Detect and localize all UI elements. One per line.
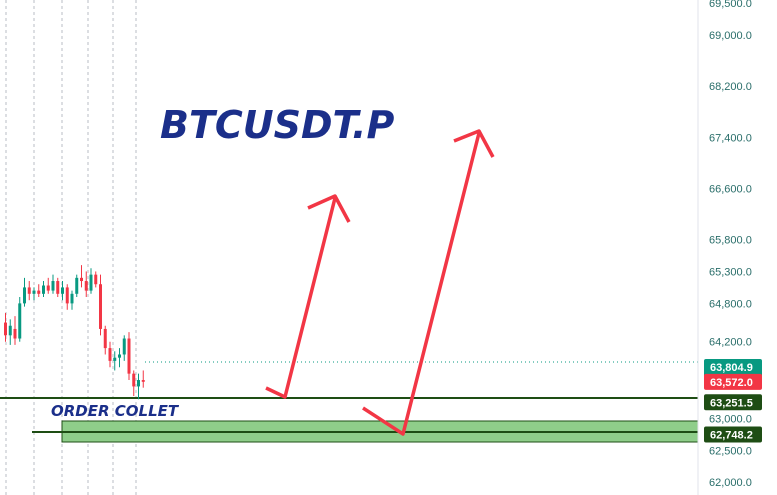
candle-20 — [99, 274, 102, 336]
candle-body — [99, 284, 102, 329]
candle-4 — [23, 277, 26, 307]
candle-21 — [103, 325, 107, 355]
candle-body — [56, 281, 60, 294]
price-tick-10: 62,500.0 — [709, 445, 752, 457]
candles — [4, 265, 145, 400]
candle-body — [84, 281, 88, 291]
price-tick-5: 65,800.0 — [709, 235, 752, 247]
price-tick-4: 66,600.0 — [709, 183, 752, 195]
candle-9 — [46, 277, 50, 294]
candle-body — [141, 380, 145, 382]
candle-body — [132, 373, 136, 387]
price-tick-9: 63,000.0 — [709, 413, 752, 425]
price-tick-6: 65,300.0 — [709, 266, 752, 278]
candle-body — [89, 274, 93, 291]
candle-8 — [42, 281, 45, 297]
candle-29 — [141, 370, 145, 388]
price-badge-2: 63,251.5 — [704, 394, 762, 411]
candle-body — [46, 285, 50, 291]
candle-16 — [80, 265, 83, 288]
price-badge-bg — [704, 426, 762, 443]
candle-10 — [51, 274, 55, 294]
candle-body — [51, 281, 55, 291]
candle-3 — [18, 297, 22, 342]
candle-body — [70, 293, 74, 304]
arrow-2-head — [453, 129, 495, 158]
candle-12 — [61, 281, 64, 301]
price-badge-bg — [704, 373, 762, 390]
arrow-2 — [362, 132, 481, 436]
arrow-1-head — [307, 194, 351, 223]
chart-title: BTCUSDT.P — [160, 103, 394, 147]
candle-2 — [13, 316, 17, 345]
price-tick-0: 69,500.0 — [709, 0, 752, 10]
candle-7 — [37, 284, 41, 297]
candle-body — [13, 328, 17, 339]
price-badge-3: 62,748.2 — [704, 426, 762, 443]
candle-body — [65, 287, 69, 304]
candle-22 — [108, 341, 112, 368]
candle-26 — [127, 332, 131, 381]
candle-body — [42, 285, 45, 294]
candle-body — [8, 325, 12, 336]
candle-0 — [4, 312, 7, 342]
candle-body — [61, 287, 64, 294]
candle-25 — [122, 335, 126, 361]
arrow-1 — [265, 197, 337, 399]
candle-18 — [89, 268, 93, 294]
candle-27 — [132, 370, 136, 396]
grid-lines — [5, 0, 137, 495]
price-tick-3: 67,400.0 — [709, 132, 752, 144]
candle-28 — [137, 373, 140, 400]
price-badge-label: 62,748.2 — [710, 429, 753, 441]
candle-body — [37, 290, 41, 294]
candle-23 — [113, 351, 117, 371]
candle-15 — [75, 274, 79, 297]
order-zone-label: ORDER COLLET — [51, 402, 180, 420]
price-badge-bg — [704, 394, 762, 411]
price-badge-label: 63,804.9 — [710, 362, 753, 374]
price-tick-1: 69,000.0 — [709, 30, 752, 42]
candle-body — [18, 303, 22, 339]
candle-body — [113, 357, 117, 361]
price-badge-1: 63,572.0 — [704, 373, 762, 390]
candle-body — [4, 322, 7, 336]
price-axis: 69,500.0 69,000.0 68,200.0 67,400.0 66,600.0… — [709, 0, 752, 489]
price-badges: 63,804.903:55:1563,572.063,251.562,748.2 — [704, 358, 762, 443]
candle-5 — [27, 281, 31, 301]
candle-body — [127, 338, 131, 374]
candle-body — [23, 287, 26, 304]
price-tick-2: 68,200.0 — [709, 81, 752, 93]
candle-body — [94, 274, 98, 285]
candle-19 — [94, 271, 98, 288]
candle-11 — [56, 277, 60, 297]
candle-body — [80, 277, 83, 282]
candle-body — [27, 287, 31, 294]
candle-13 — [65, 284, 69, 310]
candle-body — [122, 338, 126, 355]
candle-14 — [70, 290, 74, 310]
candle-1 — [8, 319, 12, 345]
price-badge-label: 63,572.0 — [710, 377, 753, 389]
candle-body — [118, 354, 121, 358]
price-tick-8: 64,200.0 — [709, 337, 752, 349]
candle-body — [103, 328, 107, 349]
candle-body — [137, 380, 140, 387]
candle-17 — [84, 271, 88, 297]
arrows — [265, 129, 495, 436]
price-tick-7: 64,800.0 — [709, 298, 752, 310]
candle-body — [108, 348, 112, 361]
candle-body — [75, 277, 79, 294]
price-badge-label: 63,251.5 — [710, 397, 753, 409]
candle-6 — [32, 287, 36, 301]
price-tick-11: 62,000.0 — [709, 477, 752, 489]
candle-24 — [118, 348, 121, 368]
candle-body — [32, 290, 36, 294]
